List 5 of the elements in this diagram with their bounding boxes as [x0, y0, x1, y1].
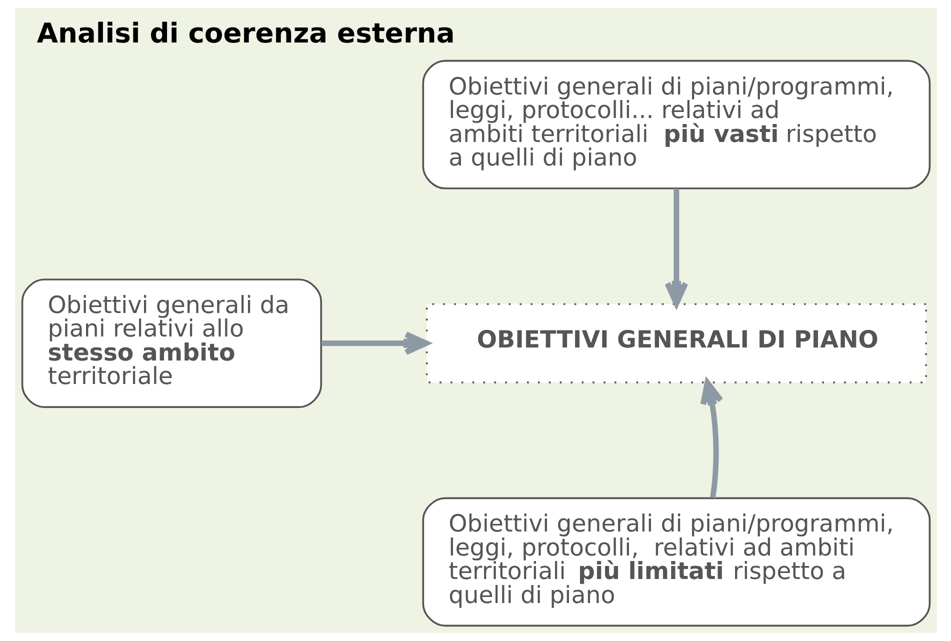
node-box: Obiettivi generali da piani relativi allo stesso ambito territoriale — [20, 278, 322, 408]
node-box: OBIETTIVI GENERALI DI PIANO — [425, 303, 926, 384]
node-box: Obiettivi generali di piani/programmi, leggi, protocolli, relativi ad ambiti territoriali più limitati rispetto a quelli di piano — [422, 497, 930, 627]
diagram-title: Analisi di coerenza esterna — [36, 18, 454, 50]
node-box: Obiettivi generali di piani/programmi, leggi, protocolli... relativi ad ambiti territoriali più vasti rispetto a quelli di piano — [422, 60, 930, 190]
